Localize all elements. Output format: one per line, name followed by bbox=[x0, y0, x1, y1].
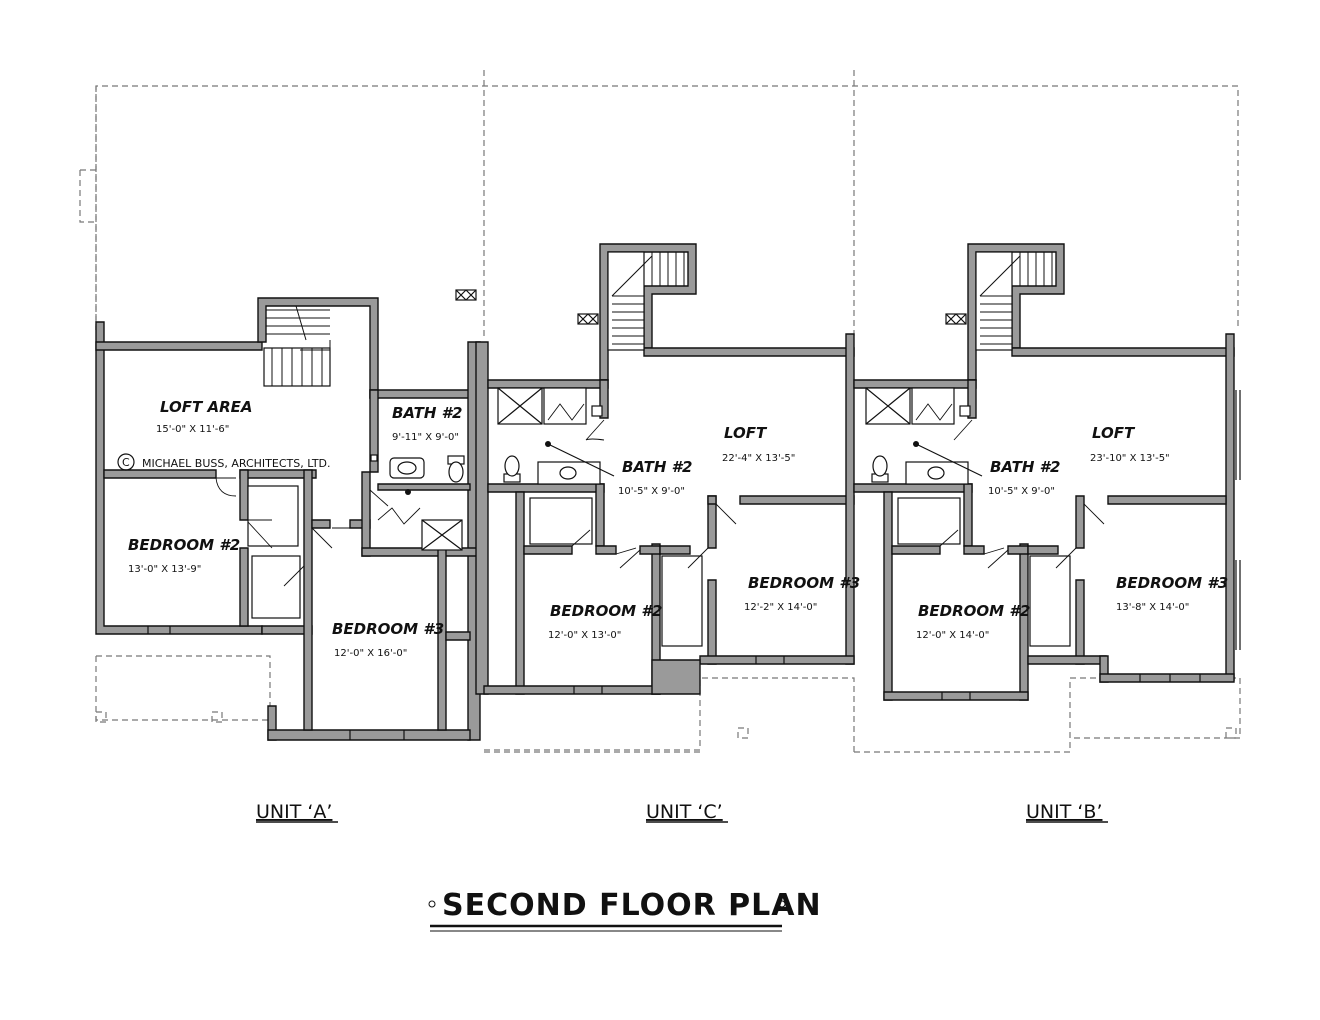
vent-markers bbox=[455, 289, 967, 325]
unit-c-fixtures bbox=[497, 251, 703, 647]
unit-a-bedroom2-name: BEDROOM #2 bbox=[128, 536, 240, 554]
unit-a-bedroom3-dims: 12'-0" X 16'-0" bbox=[334, 648, 407, 659]
unit-c-loft-dims: 22'-4" X 13'-5" bbox=[722, 453, 795, 464]
unit-a-bedroom2-dims: 13'-0" X 13'-9" bbox=[128, 564, 201, 575]
unit-a-loft-name: LOFT AREA bbox=[160, 398, 253, 416]
unit-b-bedroom3-dims: 13'-8" X 14'-0" bbox=[1116, 602, 1189, 613]
unit-c-bath-dims: 10'-5" X 9'-0" bbox=[618, 486, 685, 497]
unit-a-doors bbox=[215, 477, 421, 587]
unit-b-bath-dims: 10'-5" X 9'-0" bbox=[988, 486, 1055, 497]
copyright-text: MICHAEL BUSS, ARCHITECTS, LTD. bbox=[142, 457, 331, 470]
unit-b-bedroom2-dims: 12'-0" X 14'-0" bbox=[916, 630, 989, 641]
unit-c-loft-name: LOFT bbox=[724, 424, 768, 442]
unit-c-walls bbox=[475, 243, 855, 695]
unit-a-label: UNIT ‘A’ bbox=[256, 801, 332, 823]
unit-c-doors bbox=[571, 419, 737, 569]
copyright-circle bbox=[117, 453, 135, 471]
unit-b-loft-dims: 23'-10" X 13'-5" bbox=[1090, 453, 1170, 464]
unit-b-loft-name: LOFT bbox=[1092, 424, 1136, 442]
lower-roof-outline bbox=[79, 70, 1241, 753]
copyright-symbol: C bbox=[122, 456, 130, 469]
unit-a-bath-dims: 9'-11" X 9'-0" bbox=[392, 432, 459, 443]
unit-c-bedroom3-name: BEDROOM #3 bbox=[748, 574, 860, 592]
unit-b-bedroom3-name: BEDROOM #3 bbox=[1116, 574, 1228, 592]
plan-title-block: SECOND FLOOR PLAN bbox=[428, 888, 822, 932]
unit-a-fixtures bbox=[247, 305, 465, 619]
unit-a-walls bbox=[95, 297, 481, 741]
unit-c-label: UNIT ‘C’ bbox=[646, 801, 723, 823]
unit-b-walls bbox=[853, 243, 1241, 701]
unit-b-bath-name: BATH #2 bbox=[990, 458, 1061, 476]
unit-c-bedroom2-name: BEDROOM #2 bbox=[550, 602, 662, 620]
unit-c-bedroom3-dims: 12'-2" X 14'-0" bbox=[744, 602, 817, 613]
unit-a-loft-dims: 15'-0" X 11'-6" bbox=[156, 424, 229, 435]
unit-c-bath-name: BATH #2 bbox=[622, 458, 693, 476]
unit-a-bedroom3-name: BEDROOM #3 bbox=[332, 620, 444, 638]
unit-a-bath-name: BATH #2 bbox=[392, 404, 463, 422]
unit-b-label: UNIT ‘B’ bbox=[1026, 801, 1102, 823]
unit-c-bedroom2-dims: 12'-0" X 13'-0" bbox=[548, 630, 621, 641]
unit-b-doors bbox=[939, 419, 1105, 569]
plan-title: SECOND FLOOR PLAN bbox=[442, 888, 822, 923]
unit-b-bedroom2-name: BEDROOM #2 bbox=[918, 602, 1030, 620]
unit-b-fixtures bbox=[865, 251, 1071, 647]
